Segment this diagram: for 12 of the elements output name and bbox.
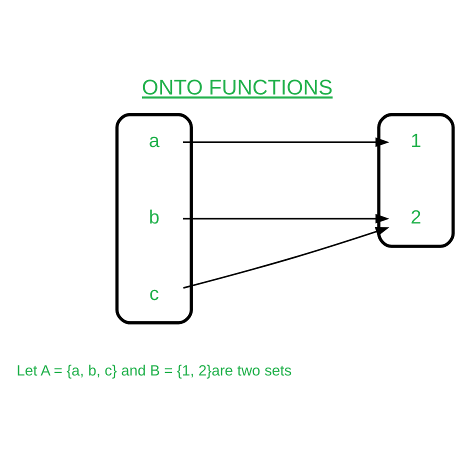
node-text: b (148, 207, 160, 228)
label: Let A = {a, b, c} and B = {1, 2}are two sets (16, 364, 292, 380)
arrow (183, 137, 390, 148)
node-text: 1 (410, 130, 422, 152)
cluster (115, 113, 193, 324)
diagram-title: ONTO FUNCTIONS (142, 75, 333, 100)
node-text: 2 (410, 207, 422, 228)
node-text: c (149, 284, 159, 305)
cluster (377, 113, 455, 248)
arrow (183, 214, 390, 224)
node-text: a (148, 130, 160, 152)
arrow (183, 227, 390, 289)
